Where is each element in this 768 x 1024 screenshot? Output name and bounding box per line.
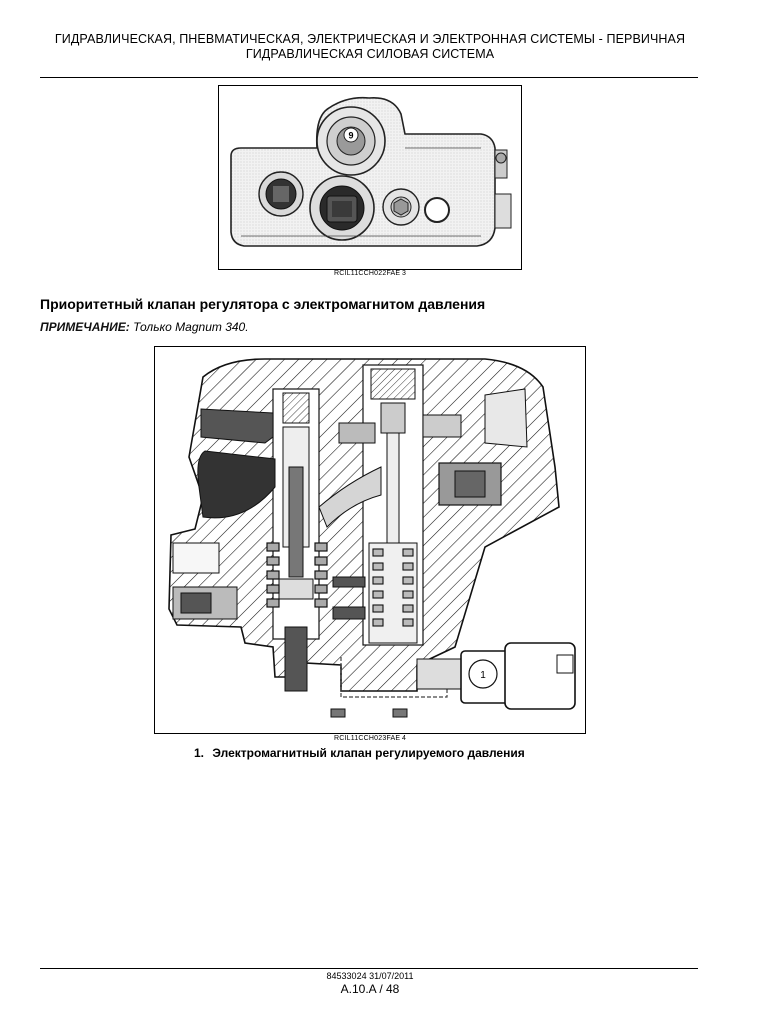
callout-9: 9 <box>348 131 353 141</box>
valve-body-photo: 9 <box>230 96 512 247</box>
header-line-1: ГИДРАВЛИЧЕСКАЯ, ПНЕВМАТИЧЕСКАЯ, ЭЛЕКТРИЧ… <box>54 32 686 46</box>
callout-1: 1 <box>480 670 486 681</box>
figure-3-illustration: 9 <box>218 85 522 270</box>
header-line-2: ГИДРАВЛИЧЕСКАЯ СИЛОВАЯ СИСТЕМА <box>245 47 495 61</box>
figure-3-number: 3 <box>402 270 406 277</box>
note-label: ПРИМЕЧАНИЕ: <box>40 320 130 334</box>
note: ПРИМЕЧАНИЕ: Только Magnum 340. <box>40 320 249 334</box>
note-text: Только Magnum 340. <box>133 320 249 334</box>
figure-4-illustration: 1 <box>154 346 586 734</box>
footer-rule <box>40 968 698 969</box>
figure-legend: 1. Электромагнитный клапан регулируемого… <box>194 746 525 760</box>
figure-3-code: RCIL11CCH022FAE <box>334 270 401 277</box>
legend-item-text: Электромагнитный клапан регулируемого да… <box>212 746 525 760</box>
figure-4-code: RCIL11CCH023FAE <box>334 735 401 742</box>
footer-page: A.10.A / 48 <box>340 982 400 996</box>
valve-cross-section: 1 <box>168 358 576 718</box>
legend-item-number: 1. <box>194 746 205 760</box>
section-title: Приоритетный клапан регулятора с электро… <box>40 296 486 312</box>
header-rule <box>40 77 698 78</box>
footer-doc: 84533024 31/07/2011 <box>326 971 414 981</box>
page-header: ГИДРАВЛИЧЕСКАЯ, ПНЕВМАТИЧЕСКАЯ, ЭЛЕКТРИЧ… <box>40 32 700 62</box>
figure-4-number: 4 <box>402 735 406 742</box>
